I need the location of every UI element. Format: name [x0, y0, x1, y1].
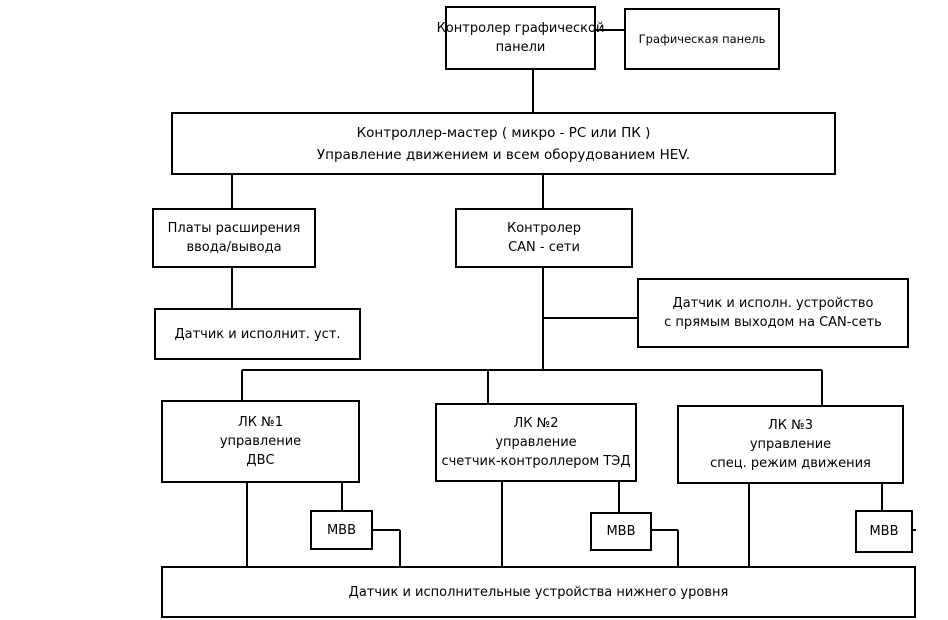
low-level-devices-box: Датчик и исполнительные устройства нижне…	[161, 566, 916, 618]
lk1-line-3: ДВС	[246, 453, 275, 468]
lk2-line-1: ЛК №2	[513, 416, 559, 431]
graphic-controller-line-2: панели	[495, 40, 546, 55]
can-direct-device-box: Датчик и исполн. устройство с прямым вых…	[637, 278, 909, 348]
mvv1-box: МВВ	[310, 510, 373, 550]
lk2-box: ЛК №2 управление счетчик-контроллером ТЭ…	[435, 403, 637, 482]
can-controller-box: Контролер CAN - сети	[455, 208, 633, 268]
lk3-line-2: управление	[749, 437, 832, 452]
can-device-line-1: Датчик и исполн. устройство	[672, 296, 874, 311]
graphic-controller-line-1: Контролер графической	[436, 21, 605, 36]
mvv1-label: МВВ	[326, 522, 357, 538]
mvv2-label: МВВ	[606, 524, 636, 539]
io-boards-line-1: Платы расширения	[167, 221, 301, 236]
can-controller-line-2: CAN - сети	[508, 240, 580, 255]
can-controller-line-1: Контролер	[506, 221, 582, 236]
io-sensor-label: Датчик и исполнит. уст.	[174, 326, 341, 342]
lk2-line-2: управление	[495, 435, 577, 450]
mvv3-label: МВВ	[869, 524, 899, 539]
lk3-box: ЛК №3 управление спец. режим движения	[677, 405, 904, 484]
io-sensor-actuator-box: Датчик и исполнит. уст.	[154, 308, 361, 360]
low-level-devices-label: Датчик и исполнительные устройства нижне…	[348, 584, 729, 600]
lk3-line-3: спец. режим движения	[710, 456, 871, 471]
lk1-line-1: ЛК №1	[238, 415, 283, 430]
lk3-line-1: ЛК №3	[768, 418, 813, 433]
lk1-box: ЛК №1 управление ДВС	[161, 400, 360, 483]
lk2-line-3: счетчик-контроллером ТЭД	[441, 454, 631, 469]
mvv2-box: МВВ	[590, 512, 652, 551]
graphic-panel-box: Графическая панель	[624, 8, 780, 70]
can-device-line-2: с прямым выходом на CAN-сеть	[664, 315, 882, 330]
io-expansion-boards-box: Платы расширения ввода/вывода	[152, 208, 316, 268]
master-controller-line-1: Контроллер-мастер ( микро - РС или ПК )	[356, 124, 651, 141]
master-controller-line-2: Управление движением и всем оборудование…	[316, 146, 691, 163]
master-controller-box: Контроллер-мастер ( микро - РС или ПК ) …	[171, 112, 836, 175]
graphic-controller-box: Контролер графической панели	[437, 6, 604, 70]
lk1-line-2: управление	[219, 434, 302, 449]
mvv3-box: МВВ	[855, 510, 913, 553]
io-boards-line-2: ввода/вывода	[186, 240, 282, 255]
graphic-panel-label: Графическая панель	[638, 32, 766, 46]
